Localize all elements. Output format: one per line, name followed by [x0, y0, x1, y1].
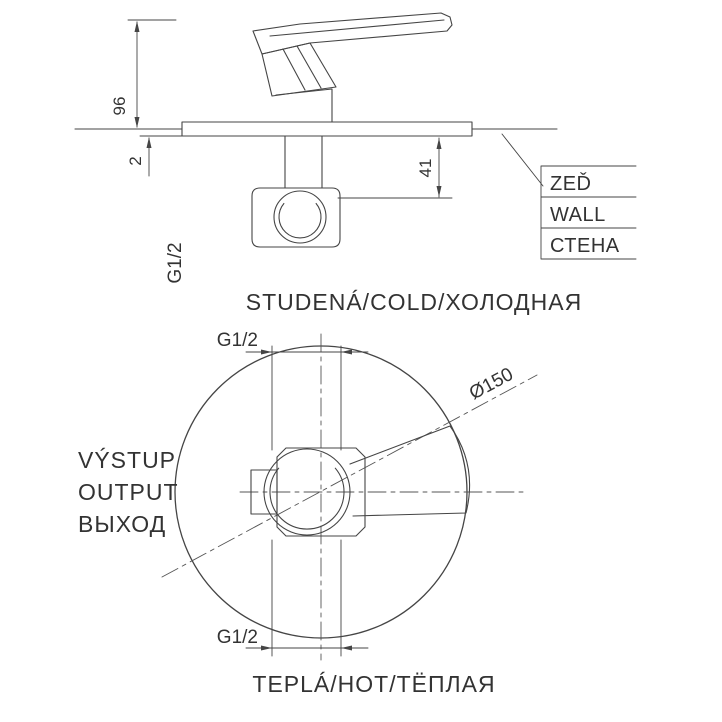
dim-arrow-up — [134, 21, 140, 32]
cartridge-detail-line — [282, 48, 306, 91]
valve-front — [250, 425, 471, 537]
valve-body-side — [251, 135, 341, 248]
handle-front-outline — [349, 425, 471, 517]
dim-arrow-right — [261, 645, 272, 651]
dim-96-label: 96 — [110, 97, 129, 116]
valve-circle — [263, 448, 351, 536]
cold-title: STUDENÁ/COLD/ХОЛОДНАЯ — [246, 289, 582, 315]
dimension-2: 2 — [126, 135, 185, 177]
diagonal-centerline — [161, 374, 538, 578]
dim-arrow-left — [341, 645, 352, 651]
wall-leader-line — [501, 133, 544, 187]
thread-dimension-top: G1/2 — [217, 330, 369, 451]
output-labels: VÝSTUP OUTPUT ВЫХОД — [78, 447, 179, 537]
centerlines — [161, 333, 538, 661]
dim-arrow-up — [146, 137, 152, 148]
outlet-thread-arc — [278, 202, 322, 239]
extension-lines — [271, 345, 342, 451]
wall-plate — [181, 121, 473, 137]
outlet-circle — [273, 190, 327, 244]
valve-thread-arc — [269, 467, 345, 530]
dimension-96: 96 — [110, 19, 177, 128]
wall-label-table-lines — [540, 165, 637, 260]
dim-arrow-left — [341, 349, 352, 355]
output-label-cz: VÝSTUP — [78, 447, 176, 473]
wall-label-en: WALL — [550, 204, 606, 226]
mixer-cartridge — [261, 42, 337, 123]
output-port — [250, 469, 278, 515]
thread-bottom-label: G1/2 — [217, 627, 258, 648]
wall-label-cz: ZEĎ — [550, 172, 592, 195]
cartridge-outline — [261, 42, 337, 97]
front-view: STUDENÁ/COLD/ХОЛОДНАЯ Ø150 G1/2 — [78, 289, 582, 697]
wall-label-ru: СТЕНА — [550, 235, 620, 257]
dim-41-label: 41 — [416, 159, 435, 178]
lever-inner-line — [269, 19, 445, 37]
extension-lines — [271, 539, 342, 657]
dim-arrow-down — [436, 186, 442, 197]
cartridge-neck — [275, 88, 333, 123]
dim-2-label: 2 — [126, 156, 145, 165]
valve-elbow-outline — [251, 187, 341, 248]
lever-outline — [252, 12, 453, 55]
cartridge-detail-line — [296, 45, 322, 89]
mixer-lever — [252, 12, 453, 55]
valve-neck-lines — [284, 135, 323, 189]
side-thread-label: G1/2 — [165, 242, 186, 283]
side-dimensions: 96 2 41 G1/2 ZEĎ WALL СТЕНА — [110, 19, 637, 284]
dim-arrow-right — [261, 349, 272, 355]
output-label-en: OUTPUT — [78, 479, 179, 505]
output-label-ru: ВЫХОД — [78, 511, 166, 537]
wall-callout: ZEĎ WALL СТЕНА — [501, 133, 637, 260]
dim-arrow-down — [134, 117, 140, 128]
dimension-41: 41 — [337, 137, 453, 199]
side-view — [74, 12, 558, 248]
dim-arrow-up — [436, 138, 442, 149]
hot-title: TEPLÁ/HOT/ТЁПЛАЯ — [252, 671, 495, 697]
thread-dimension-bottom: G1/2 — [217, 539, 369, 657]
diameter-label: Ø150 — [466, 364, 517, 404]
thread-top-label: G1/2 — [217, 330, 258, 351]
